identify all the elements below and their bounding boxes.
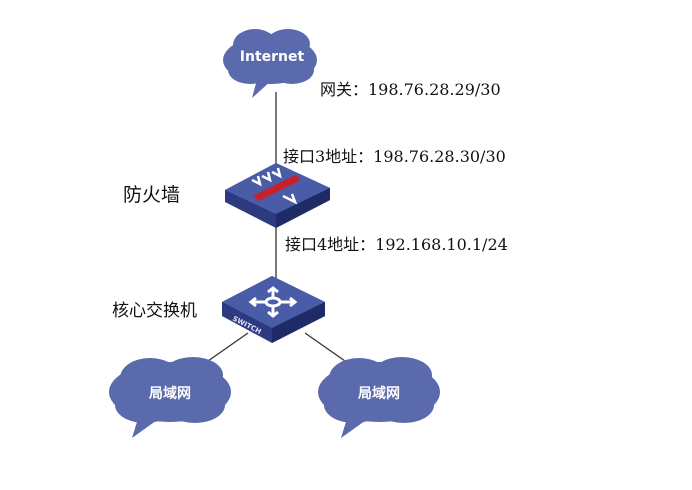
switch-arrows-icon <box>248 286 298 318</box>
lan-left-label: 局域网 <box>149 386 191 402</box>
firewall-icon <box>251 167 301 205</box>
lan-right-cloud[interactable] <box>318 357 440 438</box>
interface4-address: 接口4地址：192.168.10.1/24 <box>285 235 508 254</box>
internet-label: Internet <box>239 49 305 65</box>
lan-left-cloud[interactable] <box>109 357 231 438</box>
core-switch-label: 核心交换机 <box>112 301 197 321</box>
firewall-label: 防火墙 <box>123 184 181 206</box>
internet-cloud[interactable] <box>223 29 317 98</box>
interface3-address: 接口3地址：198.76.28.30/30 <box>283 147 506 166</box>
gateway-address: 网关：198.76.28.29/30 <box>320 80 501 99</box>
lan-right-label: 局域网 <box>358 386 400 402</box>
firewall-device[interactable] <box>225 163 330 228</box>
core-switch-device[interactable]: SWITCH <box>222 276 325 343</box>
